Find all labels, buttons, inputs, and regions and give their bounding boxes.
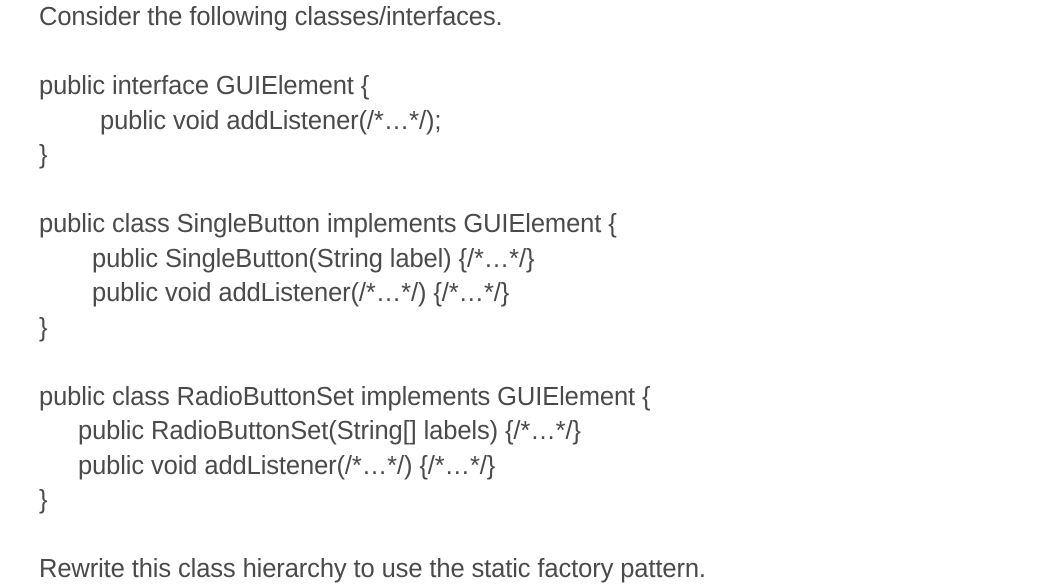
code-line-singlebutton-addlistener: public void addListener(/*…*/) {/*…*/}: [92, 279, 510, 307]
spacer-line-3: [0, 345, 1038, 380]
code-line-singlebutton-header: public class SingleButton implements GUI…: [39, 210, 617, 238]
code-line-interface-header: public interface GUIElement {: [39, 72, 370, 100]
task-prompt-line: Rewrite this class hierarchy to use the …: [39, 555, 706, 583]
code-line-radiobuttonset-constructor: public RadioButtonSet(String[] labels) {…: [78, 417, 581, 445]
code-line-radiobuttonset-header: public class RadioButtonSet implements G…: [39, 382, 651, 411]
code-line-singlebutton-constructor: public SingleButton(String label) {/*…*/…: [92, 244, 535, 273]
spacer-line-1: [0, 35, 1038, 70]
spacer-line-2: [0, 173, 1038, 208]
code-line-interface-close-brace: }: [39, 141, 48, 169]
code-line-interface-addlistener: public void addListener(/*…*/);: [100, 106, 442, 135]
code-line-radiobuttonset-close-brace: }: [39, 486, 48, 514]
intro-prompt-line: Consider the following classes/interface…: [39, 3, 503, 31]
spacer-line-4: [0, 518, 1038, 553]
code-line-radiobuttonset-addlistener: public void addListener(/*…*/) {/*…*/}: [78, 451, 496, 480]
code-line-singlebutton-close-brace: }: [39, 313, 48, 342]
